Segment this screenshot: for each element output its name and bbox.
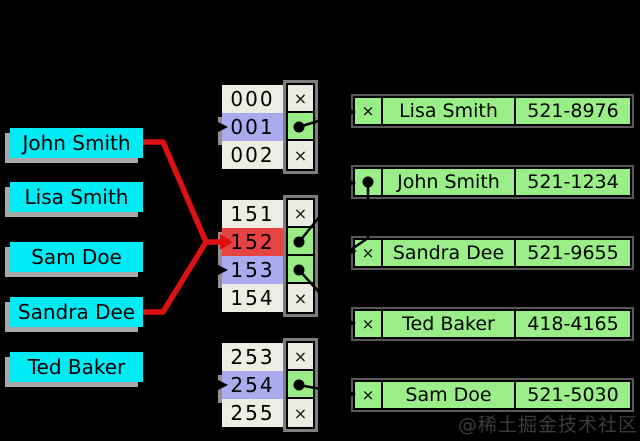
record-name: Sandra Dee — [383, 240, 516, 266]
key-label: Sam Doe — [31, 245, 122, 269]
bucket-slot-254-pointer — [288, 371, 313, 399]
record-lisa-smith: × Lisa Smith 521-8976 — [351, 94, 634, 128]
bucket-index-152: 152 — [222, 228, 283, 256]
bucket-index-151: 151 — [222, 200, 283, 228]
bucket-slot-group-2: × × — [283, 338, 318, 432]
bucket-slot-151-empty-icon: × — [288, 200, 313, 228]
bucket-index-255: 255 — [222, 399, 283, 427]
record-john-smith: John Smith 521-1234 — [351, 165, 634, 199]
bucket-slot-255-empty-icon: × — [293, 403, 308, 423]
record-phone: 521-8976 — [527, 100, 619, 122]
record-next-null-icon: × — [355, 382, 383, 408]
record-name: Sam Doe — [383, 382, 516, 408]
record-sandra-dee: × Sandra Dee 521-9655 — [351, 236, 634, 270]
arrow-ted-to-153 — [143, 268, 218, 369]
bucket-index-group-0: 000 001 002 — [222, 85, 283, 169]
bucket-slot-154-empty-icon: × — [293, 288, 308, 308]
bucket-slot-001-pointer — [288, 113, 313, 141]
bucket-slot-group-0: × × — [283, 80, 318, 174]
arrow-sam-to-254 — [143, 255, 218, 387]
bucket-index-002: 002 — [222, 141, 283, 169]
bucket-index-154: 154 — [222, 284, 283, 312]
collision-arrow-john — [143, 139, 209, 244]
bucket-index-000: 000 — [222, 85, 283, 113]
key-box-john-smith: John Smith — [10, 128, 143, 158]
key-box-sam-doe: Sam Doe — [10, 242, 143, 272]
record-phone: 521-5030 — [527, 384, 619, 406]
bucket-slot-253-empty-icon: × — [288, 343, 313, 371]
bucket-index-153: 153 — [222, 256, 283, 284]
record-phone: 521-1234 — [527, 171, 619, 193]
record-name: Ted Baker — [383, 311, 516, 337]
record-next-null-icon: × — [355, 311, 383, 337]
key-label: Lisa Smith — [24, 185, 129, 209]
key-label: Sandra Dee — [17, 300, 136, 324]
bucket-index-group-1: 151 152 153 154 — [222, 200, 283, 312]
bucket-index-group-2: 253 254 255 — [222, 343, 283, 427]
record-name: Lisa Smith — [383, 98, 516, 124]
arrow-lisa-to-001 — [143, 125, 218, 198]
record-next-null-icon: × — [355, 98, 383, 124]
bucket-slot-152-pointer — [288, 228, 313, 256]
bucket-slot-153-pointer — [288, 256, 313, 284]
watermark: @稀土掘金技术社区 — [457, 414, 638, 436]
key-box-ted-baker: Ted Baker — [10, 352, 143, 382]
record-phone: 418-4165 — [527, 313, 619, 335]
record-name: John Smith — [383, 169, 516, 195]
record-sam-doe: × Sam Doe 521-5030 — [351, 378, 634, 412]
collision-arrow-sandra — [143, 240, 209, 315]
key-box-lisa-smith: Lisa Smith — [10, 182, 143, 212]
record-next-null-icon: × — [355, 240, 383, 266]
bucket-slot-002-empty-icon: × — [293, 145, 308, 165]
bucket-slot-group-1: × × — [283, 195, 318, 317]
record-ted-baker: × Ted Baker 418-4165 — [351, 307, 634, 341]
key-label: John Smith — [22, 131, 131, 155]
key-box-sandra-dee: Sandra Dee — [10, 297, 143, 327]
record-next-pointer — [355, 169, 383, 195]
bucket-slot-000-empty-icon: × — [288, 85, 313, 113]
key-label: Ted Baker — [27, 355, 126, 379]
bucket-index-001: 001 — [222, 113, 283, 141]
bucket-index-254: 254 — [222, 371, 283, 399]
bucket-index-253: 253 — [222, 343, 283, 371]
record-phone: 521-9655 — [527, 242, 619, 264]
